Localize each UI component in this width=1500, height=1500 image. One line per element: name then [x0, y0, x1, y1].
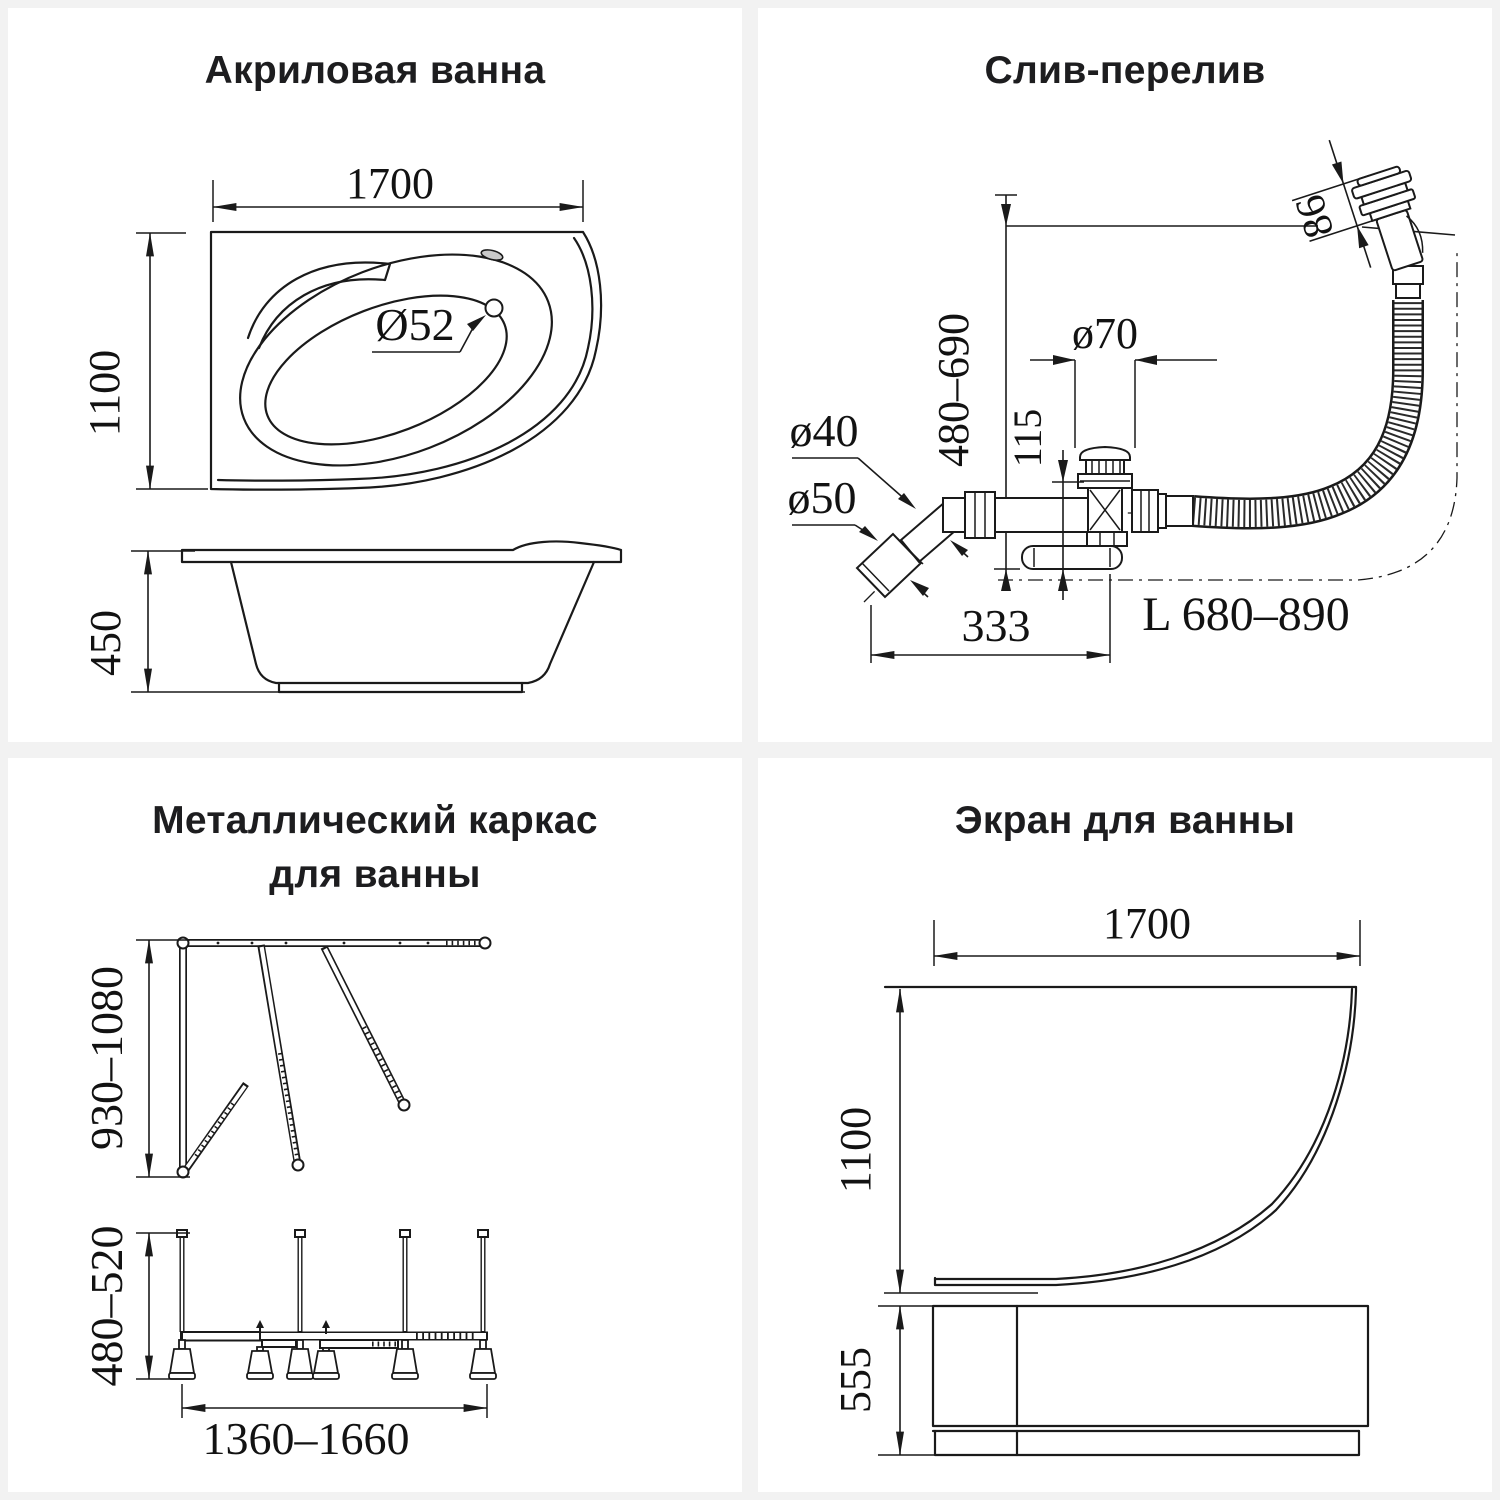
frame-feet — [168, 1339, 497, 1380]
svg-text:450: 450 — [81, 610, 130, 676]
hose-length-reference: L 680–890 — [998, 248, 1458, 641]
bath-dim-depth: 1100 — [80, 232, 208, 490]
panel-title-acrylic-bath: Акриловая ванна — [204, 49, 546, 92]
svg-text:Ø52: Ø52 — [375, 299, 454, 350]
svg-text:86: 86 — [1287, 189, 1344, 243]
screen-dim-width: 1700 — [933, 899, 1361, 966]
bath-dim-height: 450 — [81, 550, 525, 693]
screen-dim-height: 555 — [831, 1305, 935, 1456]
overflow-head: 86 — [1287, 139, 1424, 299]
svg-text:L 680–890: L 680–890 — [1142, 588, 1350, 641]
svg-text:ø50: ø50 — [788, 472, 857, 523]
metal-frame-drawing: 930–1080 — [81, 936, 497, 1464]
svg-text:1100: 1100 — [831, 1107, 880, 1193]
overflow-hole — [480, 249, 504, 261]
dim-vertical-range: 480–690 — [929, 194, 1456, 591]
bath-plan-view: Ø52 — [209, 230, 603, 491]
panel-drain-overflow: Слив-перелив 480–690 L 680– — [758, 8, 1492, 742]
dim-width-range: 1360–1660 — [181, 1384, 488, 1464]
panel-metal-frame: Металлический каркас для ванны — [8, 758, 742, 1492]
svg-text:1100: 1100 — [80, 350, 129, 436]
dim-115: 115 — [1005, 409, 1084, 600]
bath-side-view: 450 — [81, 540, 623, 694]
frame-side-view — [168, 1229, 497, 1380]
svg-text:ø70: ø70 — [1072, 309, 1138, 358]
panel-title-metal-frame: Металлический каркас для ванны — [152, 799, 598, 896]
dim-d40: ø40 — [790, 405, 969, 558]
svg-text:1700: 1700 — [346, 159, 434, 208]
bath-dim-drain: Ø52 — [372, 299, 486, 353]
drain-hole — [484, 298, 504, 318]
frame-studs — [176, 1229, 489, 1332]
dim-d50: ø50 — [788, 472, 929, 598]
panel-bath-screen: Экран для ванны 1700 — [758, 758, 1492, 1492]
svg-text:930–1080: 930–1080 — [81, 966, 132, 1150]
frame-plan-view — [176, 936, 492, 1179]
svg-text:ø40: ø40 — [790, 405, 859, 456]
svg-text:480–690: 480–690 — [929, 313, 978, 467]
dim-d70: ø70 — [1030, 309, 1217, 448]
svg-text:480–520: 480–520 — [81, 1226, 132, 1387]
bath-dim-width: 1700 — [212, 159, 584, 222]
bath-screen-drawing: 1700 1100 — [831, 899, 1370, 1457]
svg-text:115: 115 — [1005, 409, 1050, 468]
panel-acrylic-bath: Акриловая ванна 1700 1100 — [8, 8, 742, 742]
svg-text:1700: 1700 — [1103, 899, 1191, 948]
frame-rail — [180, 1320, 488, 1349]
panel-title-drain-overflow: Слив-перелив — [984, 49, 1266, 92]
outlet-elbow-pipe — [855, 491, 1089, 599]
dim-leg-range: 480–520 — [81, 1226, 190, 1387]
dim-333: 333 — [870, 574, 1111, 663]
drain-valve-assembly — [1021, 445, 1194, 570]
screen-front-view — [931, 1304, 1370, 1457]
screen-plan-view — [883, 985, 1358, 1287]
svg-text:555: 555 — [831, 1347, 880, 1413]
dim-height-range: 930–1080 — [81, 939, 190, 1178]
bath-drawing: 1700 1100 Ø52 — [80, 159, 623, 694]
drain-overflow-drawing: 480–690 L 680–890 333 — [788, 139, 1458, 663]
svg-text:333: 333 — [962, 600, 1031, 651]
screen-dim-depth: 1100 — [831, 988, 1038, 1294]
panel-title-bath-screen: Экран для ванны — [954, 799, 1296, 842]
corrugated-hose — [1191, 300, 1424, 530]
svg-text:1360–1660: 1360–1660 — [203, 1413, 410, 1464]
